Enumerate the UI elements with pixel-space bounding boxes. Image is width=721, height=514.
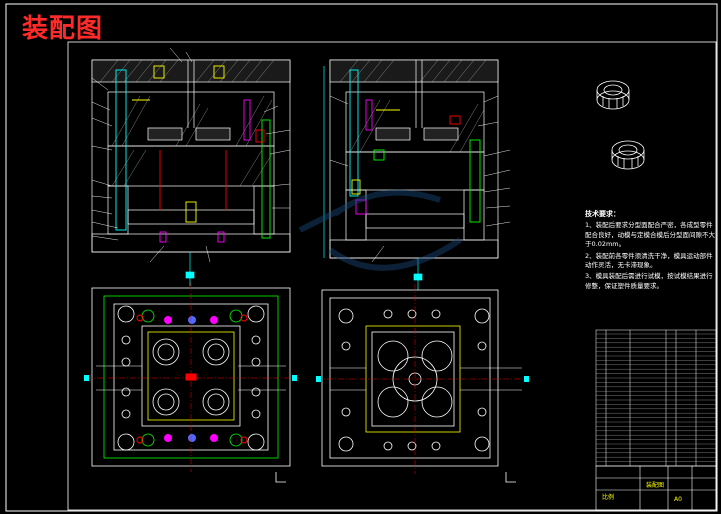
front-section-view	[91, 59, 291, 253]
title-block-sheet-label: A0	[674, 496, 682, 503]
title-block	[595, 465, 717, 511]
side-section-view	[329, 59, 499, 259]
technical-requirements: 技术要求： 1、装配后要求分型面配合严密，各成型零件配合良好，动模与定模合模后分…	[585, 210, 717, 293]
notes-item-1: 1、装配后要求分型面配合严密，各成型零件配合良好，动模与定模合模后分型面间隙不大…	[585, 221, 715, 249]
bottom-middle-cyan-marks	[316, 376, 529, 382]
parts-list-table	[595, 329, 717, 467]
bottom-middle-plan-view	[321, 289, 499, 467]
front-view-axis	[185, 252, 195, 286]
product-isometric-bottom	[611, 140, 645, 170]
bottom-left-cooling	[96, 365, 286, 391]
bottom-left-section-mark	[275, 472, 286, 483]
product-isometric-top	[596, 80, 630, 110]
bottom-left-centerlines	[86, 282, 300, 472]
drawing-inner-frame	[67, 41, 717, 511]
front-view-colored-parts	[115, 65, 271, 243]
side-view-leaders	[329, 95, 511, 263]
parts-list-rows	[596, 333, 716, 467]
bottom-left-colored-marks	[136, 314, 248, 444]
front-view-leaders	[91, 47, 291, 263]
bottom-left-cyan-marks	[84, 375, 297, 381]
side-view-axis	[323, 66, 423, 290]
drawing-frame	[5, 3, 718, 512]
bottom-middle-cooling	[330, 367, 522, 391]
bottom-middle-centerlines	[316, 284, 530, 474]
title-block-scale-label: 比例	[602, 494, 615, 501]
notes-item-2: 2、装配前各零件须清洗干净，模具运动部件动作灵活，无卡滞现象。	[585, 251, 713, 270]
bottom-middle-section-mark	[505, 472, 516, 483]
notes-item-3: 3、模具装配后需进行试模，按试模结果进行修整，保证塑件质量要求。	[585, 272, 713, 290]
drawing-title: 装配图	[22, 14, 104, 44]
side-view-colored-parts	[349, 69, 481, 223]
notes-heading: 技术要求：	[585, 210, 620, 218]
watermark-logo	[298, 189, 462, 271]
title-block-drawing-name: 装配图	[646, 482, 665, 489]
